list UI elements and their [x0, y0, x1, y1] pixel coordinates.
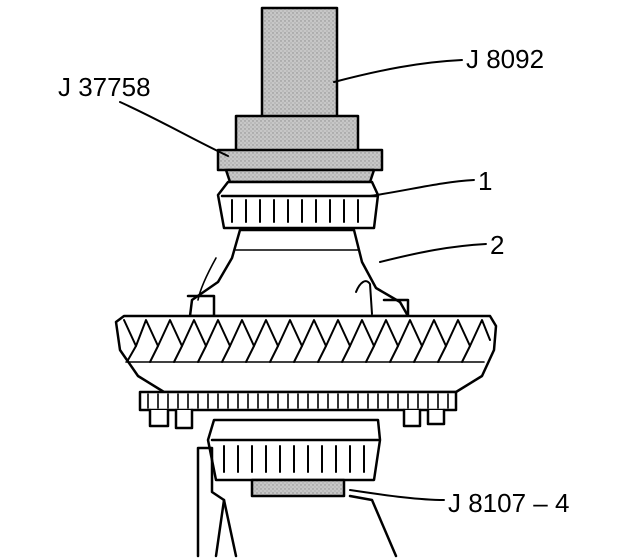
leader-2	[379, 243, 487, 263]
leader-lines	[119, 59, 487, 501]
differential-case	[186, 228, 410, 318]
support-tool	[196, 446, 398, 558]
lower-bearing	[206, 418, 382, 482]
callout-j8107-4: J 8107 – 4	[448, 488, 569, 518]
callout-j8092: J 8092	[466, 44, 544, 74]
leader-1	[369, 179, 475, 197]
press-ram-shaft	[260, 6, 339, 122]
ring-gear	[114, 314, 498, 394]
callout-j37758: J 37758	[58, 72, 151, 102]
leader-j37758	[119, 101, 229, 157]
callout-1: 1	[478, 166, 492, 196]
callout-2: 2	[490, 230, 504, 260]
leader-j8107	[349, 489, 445, 501]
leader-j8092	[333, 59, 463, 83]
case-flange-ring	[138, 390, 458, 430]
adapter-plate	[216, 114, 384, 184]
upper-bearing	[216, 180, 380, 230]
